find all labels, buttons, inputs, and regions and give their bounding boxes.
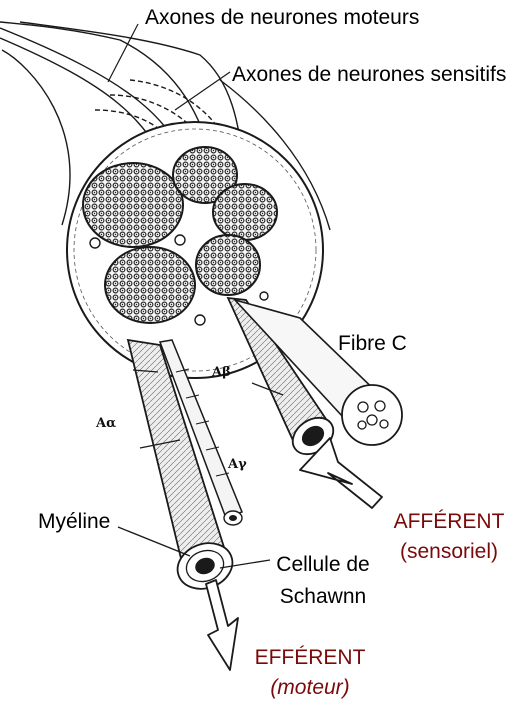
label-cellule-schwann: Cellule de Schawnn xyxy=(268,553,378,609)
label-efferent-title: EFFÉRENT xyxy=(245,646,375,670)
label-efferent-sub: (moteur) xyxy=(245,676,375,700)
label-axones-moteurs: Axones de neurones moteurs xyxy=(145,6,419,30)
label-fibre-c: Fibre C xyxy=(338,332,407,356)
efferent-arrow-icon xyxy=(206,580,238,670)
label-axones-sensitifs: Axones de neurones sensitifs xyxy=(232,63,506,87)
label-a-beta: Aβ xyxy=(212,365,231,380)
label-a-gamma: Aγ xyxy=(228,457,247,472)
label-cellule-schwann-line1: Cellule de xyxy=(268,553,378,577)
label-efferent: EFFÉRENT (moteur) xyxy=(245,646,375,700)
label-myeline: Myéline xyxy=(38,510,110,534)
label-afferent-title: AFFÉRENT xyxy=(384,510,514,534)
label-a-alpha: Aα xyxy=(96,416,116,431)
label-afferent-sub: (sensoriel) xyxy=(384,540,514,564)
label-afferent: AFFÉRENT (sensoriel) xyxy=(384,510,514,564)
label-cellule-schwann-line2: Schawnn xyxy=(268,585,378,609)
